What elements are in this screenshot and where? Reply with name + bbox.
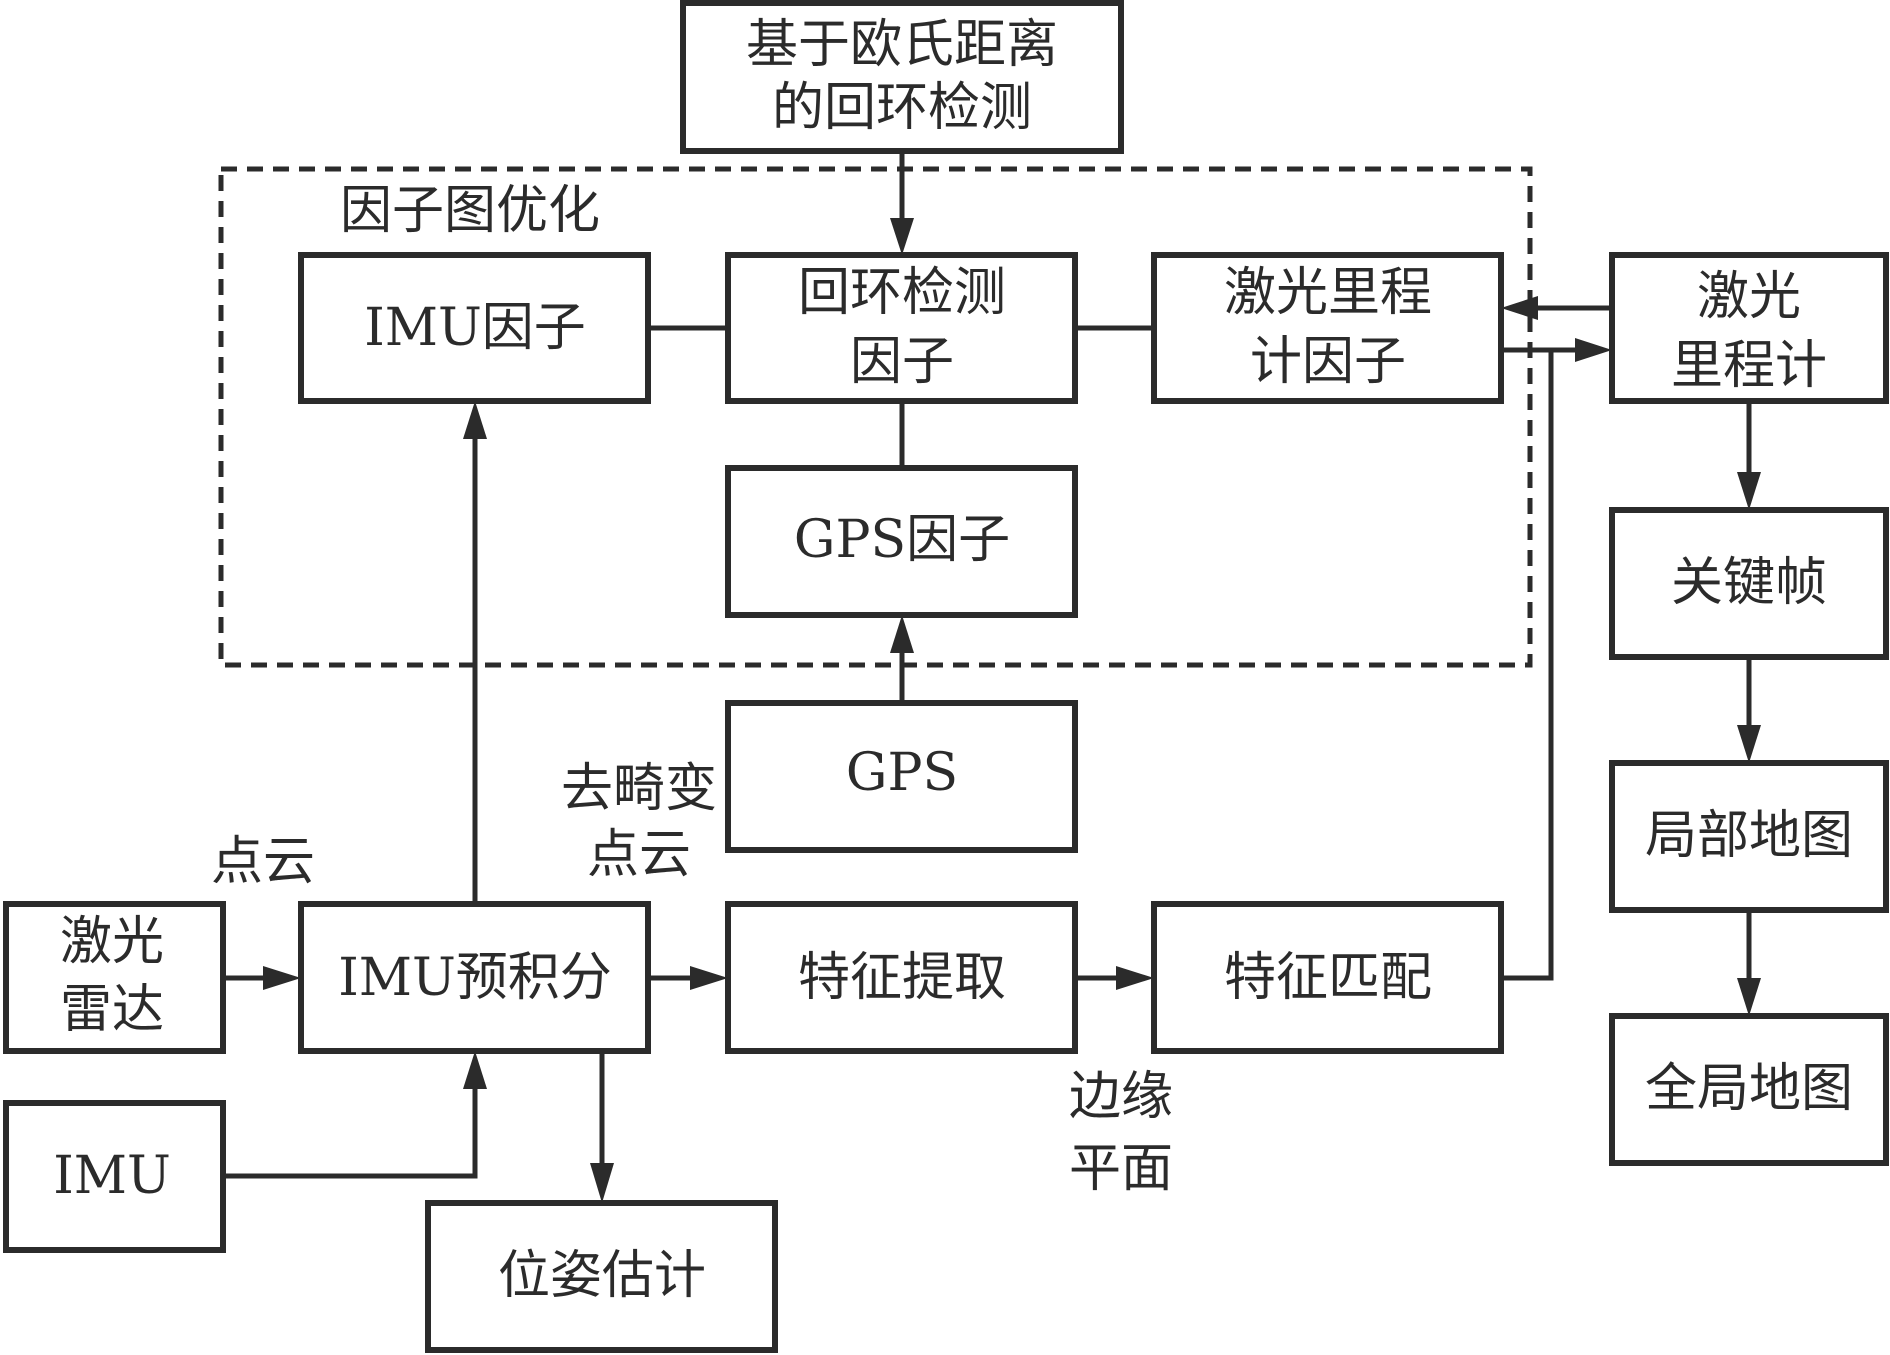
arrowhead (1116, 966, 1154, 990)
edge-label-point-cloud: 点云 (211, 832, 315, 892)
arrowhead (463, 401, 487, 439)
node-label: 激光 (1697, 267, 1801, 327)
arrowhead (1501, 296, 1538, 320)
node-label: IMU因子 (364, 298, 586, 358)
arrowhead (1737, 725, 1761, 763)
node-local-map: 局部地图 (1609, 760, 1889, 913)
node-label: IMU (53, 1146, 171, 1206)
node-keyframe: 关键帧 (1609, 507, 1889, 660)
node-label: 特征匹配 (1224, 948, 1432, 1008)
node-label: GPS因子 (794, 510, 1010, 570)
node-label: 激光里程 (1224, 263, 1432, 323)
node-global-map: 全局地图 (1609, 1013, 1889, 1166)
node-imu-preintegration: IMU预积分 (298, 901, 651, 1054)
node-imu-factor: IMU因子 (298, 252, 651, 404)
node-label: 局部地图 (1645, 806, 1853, 866)
node-label: 计因子 (1250, 332, 1406, 392)
edge-label-deskewed-2: 点云 (587, 825, 691, 885)
arrowhead (890, 218, 914, 255)
node-label: 里程计 (1671, 336, 1827, 396)
node-pose-estimation: 位姿估计 (425, 1200, 778, 1353)
node-label: 关键帧 (1671, 553, 1827, 613)
node-lidar-odometry: 激光 里程计 (1609, 252, 1889, 404)
arrowhead (1575, 338, 1612, 362)
node-label: 雷达 (60, 980, 164, 1040)
arrowhead (1737, 472, 1761, 510)
edge-imu-preint (223, 1086, 478, 1179)
node-label: IMU预积分 (338, 948, 612, 1008)
node-gps: GPS (725, 700, 1078, 853)
arrowhead (463, 1051, 487, 1089)
node-lidar: 激光 雷达 (3, 901, 226, 1054)
edge-feature-match-to-odom (1501, 350, 1554, 981)
edge-label-edge-plane-2: 平面 (1069, 1139, 1173, 1199)
node-label: 因子 (850, 332, 954, 392)
node-label: 激光 (60, 912, 164, 972)
node-gps-factor: GPS因子 (725, 465, 1078, 618)
node-feature-matching: 特征匹配 (1151, 901, 1504, 1054)
node-label: 全局地图 (1645, 1059, 1853, 1119)
node-loop-closure-euclid: 基于欧氏距离 的回环检测 (680, 0, 1124, 154)
node-label: 特征提取 (798, 948, 1006, 1008)
arrowhead (1737, 978, 1761, 1016)
edge-label-edge-plane-1: 边缘 (1069, 1067, 1173, 1127)
group-label: 因子图优化 (340, 181, 600, 241)
factor-graph-group (218, 166, 1533, 668)
node-label: 回环检测 (798, 263, 1006, 323)
node-label: 基于欧氏距离 (746, 15, 1058, 75)
node-feature-extraction: 特征提取 (725, 901, 1078, 1054)
arrowhead (890, 615, 914, 653)
arrowhead (690, 966, 728, 990)
node-label: 的回环检测 (772, 78, 1032, 138)
node-label: 位姿估计 (498, 1246, 706, 1306)
arrowhead (263, 966, 301, 990)
node-lidar-odom-factor: 激光里程 计因子 (1151, 252, 1504, 404)
node-label: GPS (846, 743, 958, 803)
edge-label-deskewed-1: 去畸变 (561, 759, 717, 819)
node-imu: IMU (3, 1100, 226, 1253)
arrowhead (590, 1163, 614, 1203)
node-loop-factor: 回环检测 因子 (725, 252, 1078, 404)
